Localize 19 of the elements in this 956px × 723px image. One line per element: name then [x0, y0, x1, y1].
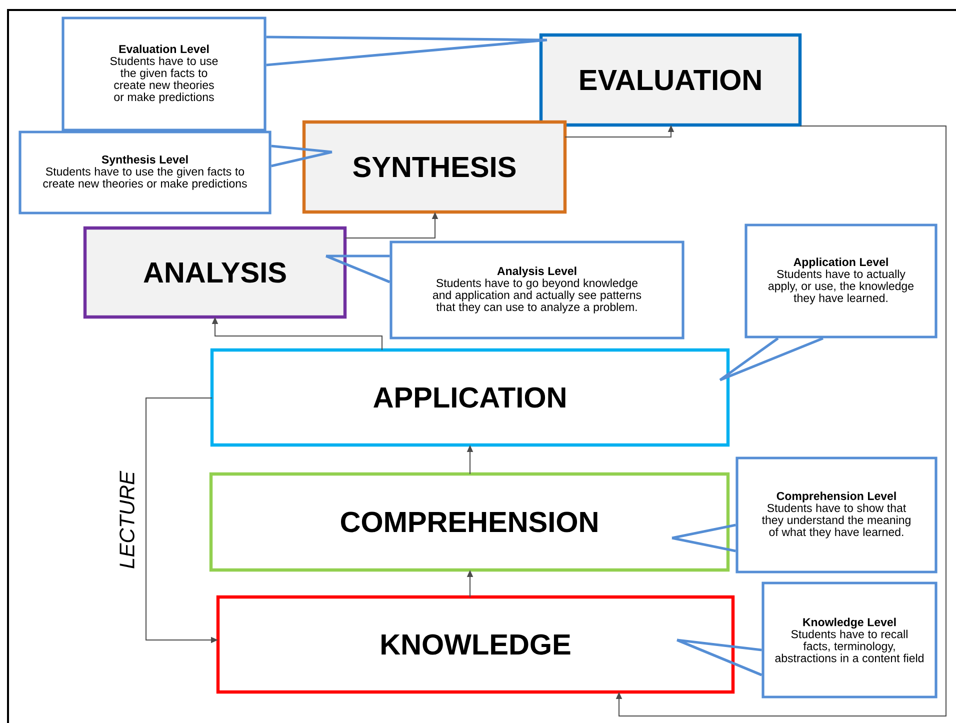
callout-box: Comprehension Level Students have to show that they understand the meaning of what they have learned. — [736, 456, 938, 574]
callout-pointer — [270, 144, 334, 168]
callout-box: Analysis Level Students have to go beyond knowledge and application and actually see patterns that they can use to analyze a problem. — [390, 240, 684, 340]
callout-pointer — [324, 254, 391, 284]
level-box: EVALUATION — [539, 33, 802, 127]
callout-box: Application Level Students have to actually apply, or use, the knowledge they have learned. — [744, 224, 938, 338]
callout-pointer — [718, 337, 824, 382]
callout-box: Synthesis Level Students have to use the given facts to create new theories or make predictions — [18, 130, 272, 214]
level-box: COMPREHENSION — [209, 472, 730, 572]
level-box: APPLICATION — [210, 348, 730, 447]
arrow — [616, 126, 946, 716]
callout-pointer — [676, 638, 763, 676]
level-box: ANALYSIS — [83, 226, 347, 319]
callout-pointer — [265, 36, 548, 66]
callout-box: Knowledge Level Students have to recall facts, terminology, abstractions in a content field — [762, 582, 938, 698]
level-box: SYNTHESIS — [302, 120, 567, 214]
callout-box: Evaluation Level Students have to use the given facts to create new theories or make predictions — [62, 16, 266, 132]
edge-label: LECTURE — [118, 470, 136, 570]
level-box: KNOWLEDGE — [216, 595, 735, 694]
